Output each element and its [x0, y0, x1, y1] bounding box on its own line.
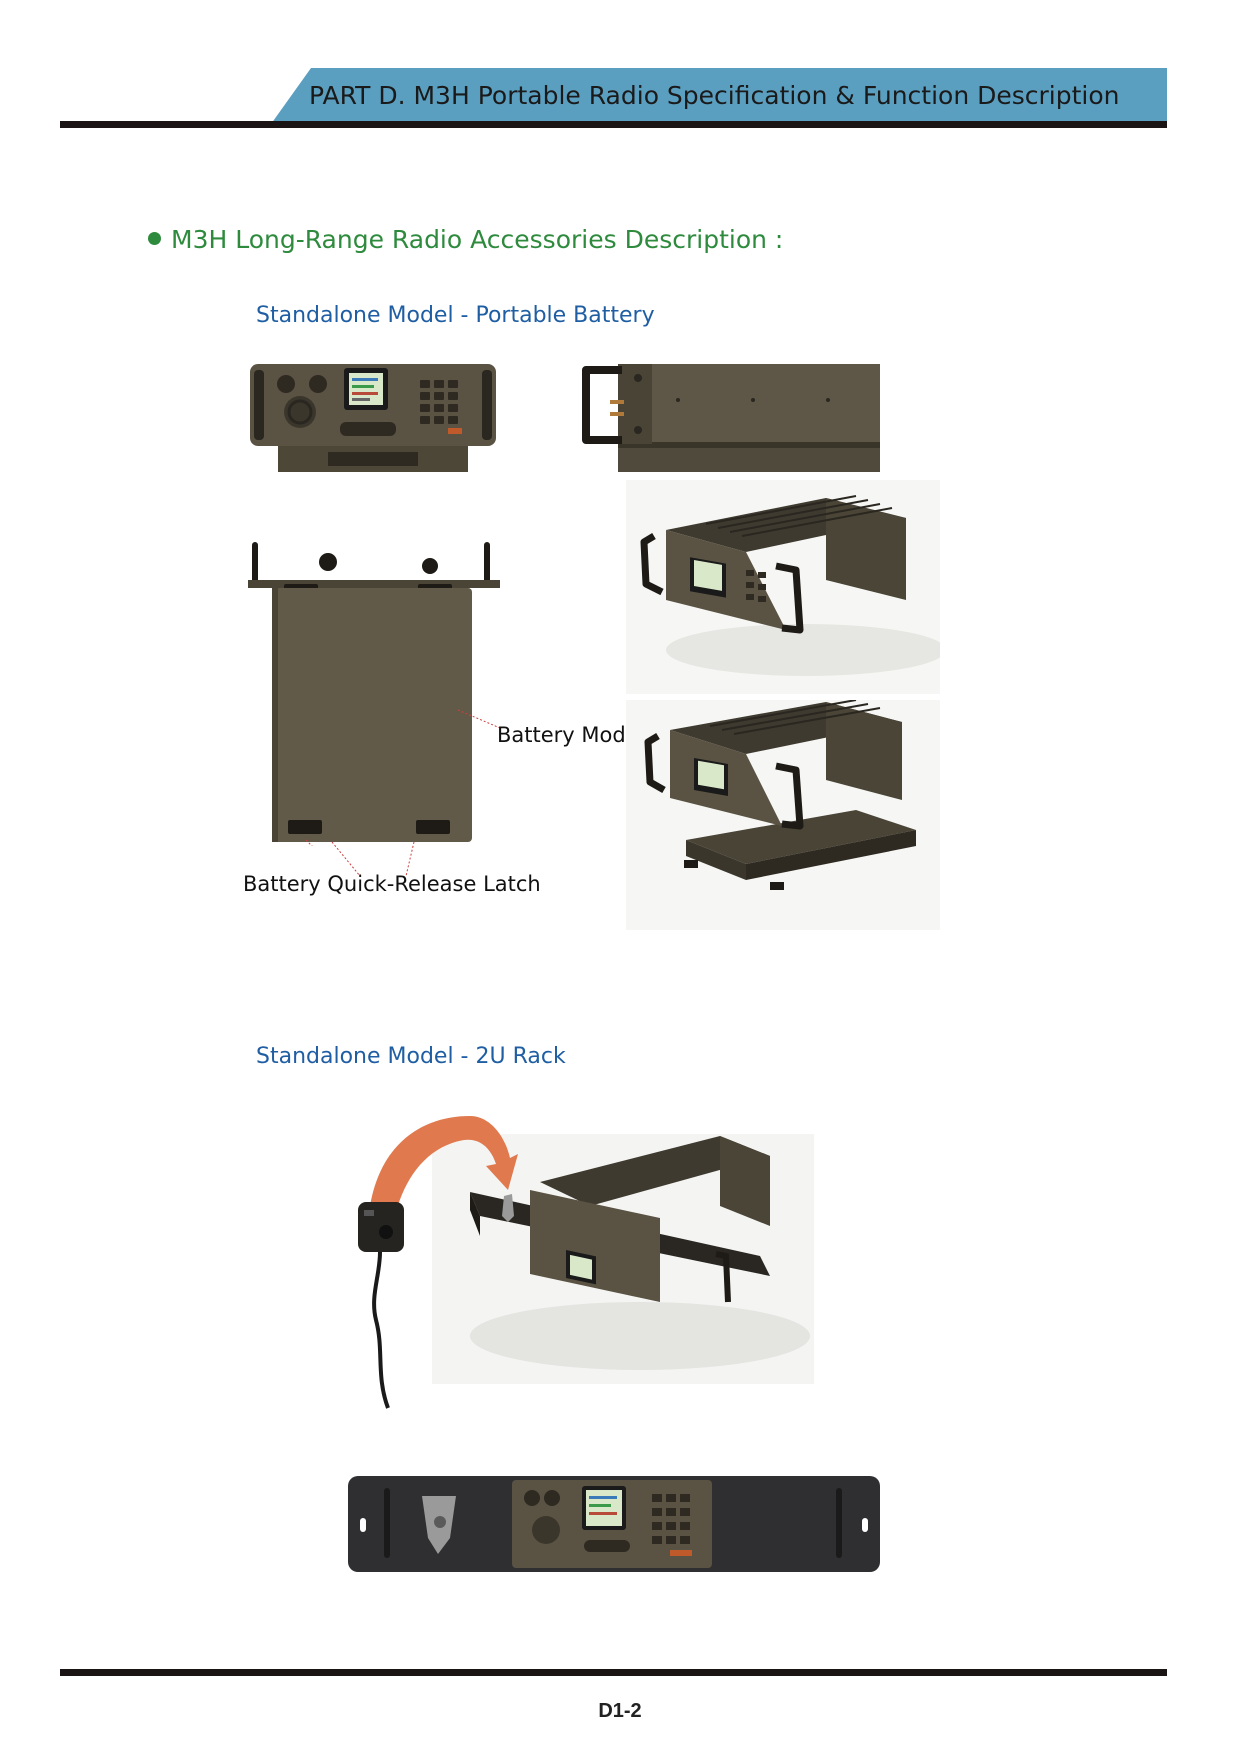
page-header-title: PART D. M3H Portable Radio Specification…: [309, 81, 1120, 110]
radio-side-view-image: [578, 360, 882, 474]
battery-latch-label: Battery Quick-Release Latch: [243, 872, 541, 896]
subheading-portable-battery: Standalone Model - Portable Battery: [256, 303, 655, 328]
radio-front-view-image: [248, 362, 498, 474]
bullet-icon: [148, 232, 161, 245]
header-band: [271, 68, 1167, 124]
battery-module-view-image: [248, 540, 500, 846]
rack-front-view-image: [346, 1474, 882, 1574]
subheading-2u-rack: Standalone Model - 2U Rack: [256, 1044, 566, 1069]
latch-leader-lines: [331, 841, 415, 877]
radio-3d-view-image: [626, 480, 940, 694]
section-heading: M3H Long-Range Radio Accessories Descrip…: [148, 225, 783, 254]
section-heading-text: M3H Long-Range Radio Accessories Descrip…: [171, 225, 784, 254]
radio-with-battery-3d-image: [626, 700, 940, 930]
footer-rule: [60, 1669, 1167, 1676]
page-number: D1-2: [598, 1700, 642, 1722]
rack-mount-handset-image: [340, 1106, 814, 1410]
header-rule: [60, 121, 1167, 128]
